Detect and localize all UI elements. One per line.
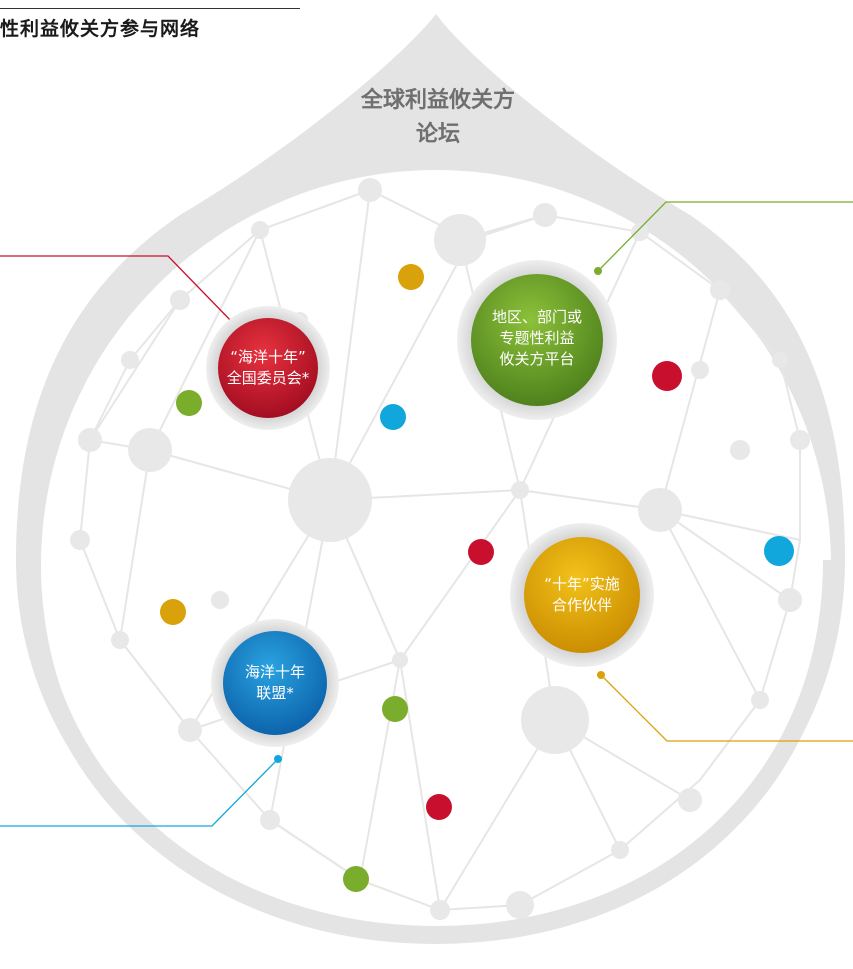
network-nodes [70,178,810,920]
forum-title-line2: 论坛 [415,122,460,147]
connector-dot-partners [597,671,605,679]
node-alliance-line2: 联盟* [256,684,294,702]
accent-dot-red [652,361,682,391]
node-national [218,318,318,418]
accent-dot-green [382,696,408,722]
node-national-line2: 全国委员会* [226,369,310,387]
top-rule [0,8,300,9]
forum-title-line1: 全球利益攸关方 [360,88,515,113]
accent-dots [160,264,794,892]
node-partners-line2: 合作伙伴 [551,596,612,614]
node-alliance [223,631,327,735]
node-alliance-label: 海洋十年 联盟* [225,662,325,704]
forum-title: 全球利益攸关方 论坛 [318,84,558,152]
connector-lines [0,201,853,827]
node-partners-line1: “十年”实施 [544,575,620,593]
accent-dot-green [176,390,202,416]
connector-national [0,255,234,324]
node-platform [471,274,603,406]
drop-ring [21,559,841,945]
node-platform-line1: 地区、部门或 [491,308,582,326]
page-title: 性利益攸关方参与网络 [0,18,201,40]
connector-partners [600,674,853,742]
node-partners-label: “十年”实施 合作伙伴 [527,574,637,616]
accent-dot-red [468,539,494,565]
node-platform-line3: 攸关方平台 [499,350,575,368]
node-partners [524,537,640,653]
node-national-line1: “海洋十年” [230,348,306,366]
node-national-label: “海洋十年” 全国委员会* [213,347,323,389]
accent-dot-blue [764,536,794,566]
network-lines [78,189,801,912]
connector-platform [597,201,853,272]
connector-alliance [0,758,279,827]
node-platform-line2: 专题性利益 [499,329,575,347]
accent-dot-yellow [398,264,424,290]
accent-dot-yellow [160,599,186,625]
node-platform-label: 地区、部门或 专题性利益 攸关方平台 [477,307,597,370]
accent-dot-blue [380,404,406,430]
accent-dot-green [343,866,369,892]
accent-dot-red [426,794,452,820]
connector-dot-alliance [274,755,282,763]
node-alliance-line1: 海洋十年 [244,663,305,681]
connector-dot-platform [594,267,602,275]
